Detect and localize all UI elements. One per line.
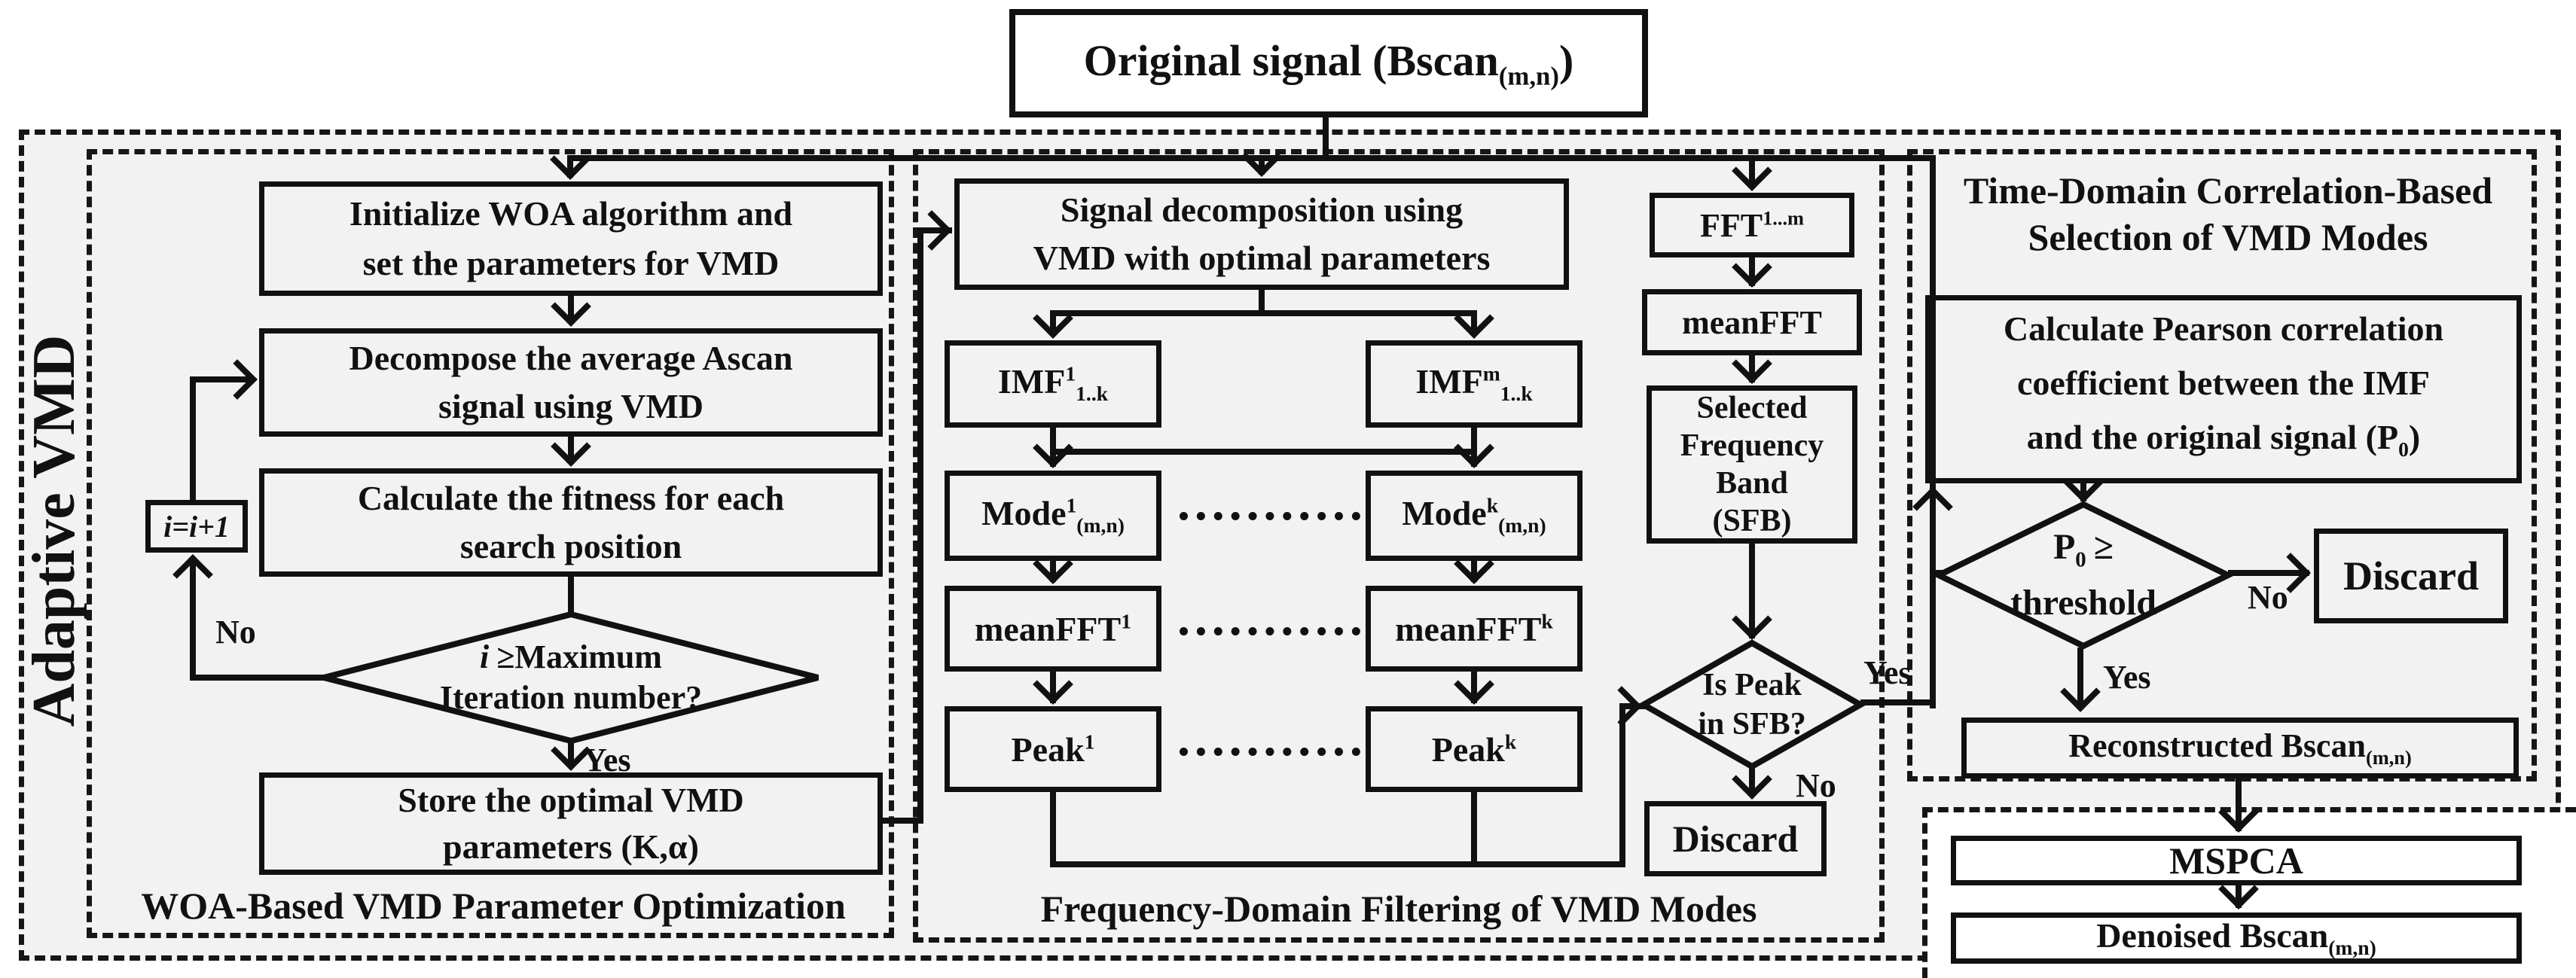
store-parameters-box: Store the optimal VMD parameters (K,α) <box>259 772 883 875</box>
iteration-increment-box: i=i+1 <box>145 500 248 553</box>
mspca-box: MSPCA <box>1951 836 2522 885</box>
connector-line <box>568 740 574 767</box>
original-signal-box: Original signal (Bscan(m,n)) <box>1009 9 1648 117</box>
connector-line <box>1050 861 1625 867</box>
dots-ellipsis <box>1180 627 1360 635</box>
connector-line <box>1259 290 1265 312</box>
connector-line <box>2228 570 2309 576</box>
connector-line <box>1749 768 1755 797</box>
connector-line <box>190 376 196 503</box>
connector-line <box>1471 672 1477 703</box>
connector-line <box>883 818 923 824</box>
peak-no-label: No <box>1796 767 1836 804</box>
imf1-box: IMF11..k <box>945 340 1161 428</box>
discard-right-box: Discard <box>2314 529 2508 623</box>
peakk-box: Peakk <box>1366 706 1583 792</box>
peak-yes-label: Yes <box>1863 654 1912 691</box>
connector-line <box>1259 155 1265 175</box>
iteration-decision-text: i≥Maximum Iteration number? <box>439 638 703 716</box>
fitness-box: Calculate the fitness for each search po… <box>259 468 883 577</box>
mode1-box: Mode1(m,n) <box>945 471 1161 561</box>
iteration-decision-diamond <box>323 611 819 745</box>
threshold-decision-text: P0≥ threshold <box>2010 526 2156 623</box>
frequency-caption: Frequency-Domain Filtering of VMD Modes <box>1040 888 1757 930</box>
connector-line <box>567 155 573 178</box>
connector-line <box>1050 561 1056 582</box>
connector-line <box>917 227 923 824</box>
connector-line <box>1749 257 1755 286</box>
connector-line <box>567 155 1936 161</box>
connector-line <box>917 227 952 233</box>
connector-line <box>568 296 574 323</box>
connector-line <box>2236 778 2242 831</box>
meanfftk-box: meanFFTk <box>1366 586 1583 672</box>
connector-line <box>568 577 574 638</box>
threshold-decision-diamond <box>1931 501 2236 650</box>
denoised-box: Denoised Bscan(m,n) <box>1951 912 2522 964</box>
connector-line <box>1619 706 1625 867</box>
fft-box: FFT1...m <box>1650 193 1854 257</box>
connector-line <box>1323 113 1329 160</box>
modek-box: Modek(m,n) <box>1366 471 1583 561</box>
threshold-no-label: No <box>2248 579 2288 616</box>
connector-line <box>1619 703 1647 709</box>
connector-line <box>2077 647 2083 709</box>
connector-line <box>1860 699 1936 705</box>
time-domain-region <box>1907 149 2537 781</box>
frequency-filter-region <box>913 149 1885 943</box>
signal-decomposition-box: Signal decomposition using VMD with opti… <box>954 178 1569 290</box>
connector-line <box>1050 428 1056 467</box>
imfm-box: IMFm1..k <box>1366 340 1583 428</box>
peak-decision-diamond <box>1637 639 1867 770</box>
connector-line <box>190 376 255 382</box>
connector-line <box>190 559 196 678</box>
connector-line <box>1050 672 1056 703</box>
connector-line <box>1471 792 1477 867</box>
connector-line <box>1050 310 1056 336</box>
woa-no-label: No <box>215 614 256 650</box>
time-domain-title: Time-Domain Correlation-Based Selection … <box>1963 169 2493 258</box>
peak-decision-text: Is Peak in SFB? <box>1698 668 1806 742</box>
connector-line <box>2080 483 2086 501</box>
meanfft1-box: meanFFT1 <box>945 586 1161 672</box>
connector-line <box>1471 428 1477 467</box>
threshold-yes-label: Yes <box>2103 659 2151 696</box>
dots-ellipsis <box>1180 512 1360 520</box>
meanfft-box: meanFFT <box>1642 289 1862 355</box>
connector-line <box>1050 792 1056 867</box>
connector-line <box>1050 449 1477 455</box>
connector-line <box>1749 155 1755 188</box>
connector-line <box>1749 544 1755 638</box>
adaptive-vmd-label: Adaptive VMD <box>21 334 87 727</box>
connector-line <box>568 437 574 464</box>
peak1-box: Peak1 <box>945 706 1161 792</box>
connector-line <box>1749 355 1755 382</box>
sfb-box: Selected Frequency Band (SFB) <box>1647 385 1857 544</box>
connector-line <box>190 675 330 681</box>
woa-caption: WOA-Based VMD Parameter Optimization <box>141 885 846 927</box>
decompose-ascan-box: Decompose the average Ascan signal using… <box>259 328 883 437</box>
discard-mid-box: Discard <box>1644 801 1827 876</box>
dots-ellipsis <box>1180 748 1360 756</box>
connector-line <box>1471 310 1477 336</box>
connector-line <box>2236 885 2242 908</box>
pearson-box: Calculate Pearson correlation coefficien… <box>1925 295 2522 483</box>
connector-line <box>1471 561 1477 582</box>
reconstructed-box: Reconstructed Bscan(m,n) <box>1961 718 2519 778</box>
woa-region <box>87 149 894 938</box>
woa-yes-label: Yes <box>583 742 631 778</box>
connector-line <box>1930 155 1936 708</box>
connector-line <box>1050 310 1477 316</box>
initialize-woa-box: Initialize WOA algorithm and set the par… <box>259 181 883 296</box>
